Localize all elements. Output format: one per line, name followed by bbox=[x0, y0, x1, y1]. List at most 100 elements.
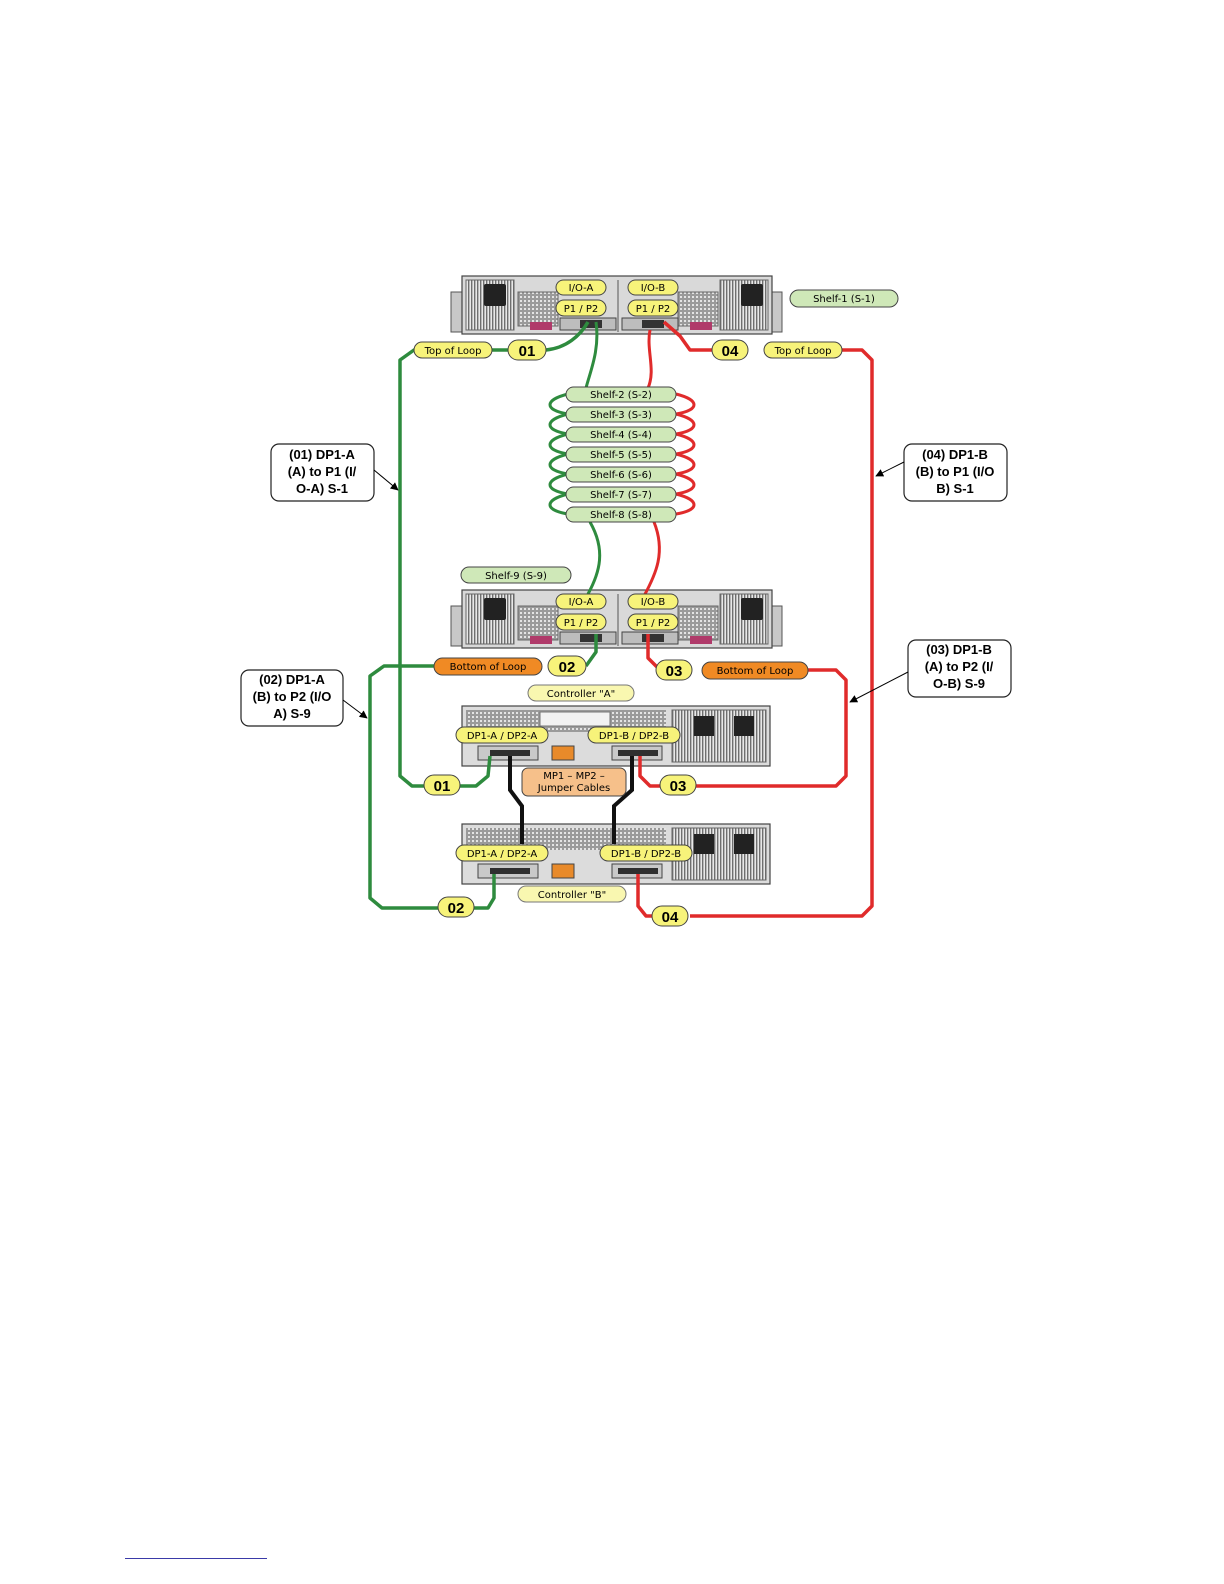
svg-text:P1 / P2: P1 / P2 bbox=[636, 618, 671, 629]
ports-a-label-shelf-9: P1 / P2 bbox=[555, 613, 607, 631]
cable-01-badge-top: 01 bbox=[507, 339, 547, 361]
shelf-6-label: Shelf-6 (S-6) bbox=[565, 466, 677, 483]
daisy-chain-red bbox=[642, 329, 696, 597]
svg-text:Top of Loop: Top of Loop bbox=[424, 346, 482, 357]
svg-text:Shelf-2 (S-2): Shelf-2 (S-2) bbox=[590, 390, 652, 401]
svg-text:DP1-A / DP2-A: DP1-A / DP2-A bbox=[467, 849, 538, 860]
callout-04: (04) DP1-B (B) to P1 (I/O B) S-1 bbox=[875, 443, 1008, 502]
shelf-1-label: Shelf-1 (S-1) bbox=[789, 289, 899, 308]
svg-text:P1 / P2: P1 / P2 bbox=[636, 304, 671, 315]
bottom-of-loop-left-label: Bottom of Loop bbox=[433, 657, 543, 676]
svg-text:01: 01 bbox=[434, 778, 451, 795]
io-b-label-shelf-9: I/O-B bbox=[627, 593, 679, 610]
svg-text:Shelf-4 (S-4): Shelf-4 (S-4) bbox=[590, 430, 652, 441]
svg-text:Shelf-1 (S-1): Shelf-1 (S-1) bbox=[813, 294, 875, 305]
jumper-cables-label: MP1 – MP2 – Jumper Cables bbox=[521, 767, 627, 797]
controller-b-dp-b-label: DP1-B / DP2-B bbox=[599, 844, 693, 862]
io-a-label-shelf-1: I/O-A bbox=[555, 279, 607, 296]
cable-01-badge-controller: 01 bbox=[423, 774, 461, 796]
footnote-separator bbox=[125, 1558, 267, 1559]
cable-04-badge-top: 04 bbox=[711, 339, 749, 361]
cable-04-red bbox=[636, 320, 874, 918]
svg-text:(01) DP1-A: (01) DP1-A bbox=[289, 447, 355, 462]
ports-b-label-shelf-9: P1 / P2 bbox=[627, 613, 679, 631]
svg-text:MP1 – MP2 –: MP1 – MP2 – bbox=[543, 771, 605, 782]
top-of-loop-left-label: Top of Loop bbox=[413, 341, 493, 359]
top-of-loop-right-label: Top of Loop bbox=[763, 341, 843, 359]
svg-text:Shelf-5 (S-5): Shelf-5 (S-5) bbox=[590, 450, 652, 461]
cable-02-badge-shelf9: 02 bbox=[547, 655, 587, 677]
io-b-label-shelf-1: I/O-B bbox=[627, 279, 679, 296]
callout-02: (02) DP1-A (B) to P2 (I/O A) S-9 bbox=[240, 669, 368, 727]
callout-03: (03) DP1-B (A) to P2 (I/ O-B) S-9 bbox=[849, 639, 1012, 703]
shelf-1-chassis bbox=[450, 275, 783, 335]
svg-text:I/O-A: I/O-A bbox=[569, 283, 594, 294]
svg-text:02: 02 bbox=[448, 900, 465, 917]
callout-01: (01) DP1-A (A) to P1 (I/ O-A) S-1 bbox=[270, 443, 399, 502]
cable-03-badge-controller: 03 bbox=[659, 774, 697, 796]
svg-text:(03) DP1-B: (03) DP1-B bbox=[926, 642, 992, 657]
shelf-7-label: Shelf-7 (S-7) bbox=[565, 486, 677, 503]
cable-04-badge-controller: 04 bbox=[651, 905, 689, 927]
cable-02-green bbox=[368, 634, 598, 910]
svg-text:Top of Loop: Top of Loop bbox=[774, 346, 832, 357]
svg-text:O-B) S-9: O-B) S-9 bbox=[933, 676, 985, 691]
controller-a-dp-b-label: DP1-B / DP2-B bbox=[587, 726, 681, 744]
svg-text:DP1-B / DP2-B: DP1-B / DP2-B bbox=[599, 731, 669, 742]
controller-a-label: Controller "A" bbox=[527, 684, 635, 702]
svg-text:(A) to P2 (I/: (A) to P2 (I/ bbox=[925, 659, 994, 674]
svg-text:Shelf-7 (S-7): Shelf-7 (S-7) bbox=[590, 490, 652, 501]
svg-text:Controller "B": Controller "B" bbox=[538, 890, 606, 901]
svg-text:I/O-B: I/O-B bbox=[641, 597, 666, 608]
ports-b-label-shelf-1: P1 / P2 bbox=[627, 299, 679, 317]
shelf-8-label: Shelf-8 (S-8) bbox=[565, 506, 677, 523]
svg-text:Shelf-9 (S-9): Shelf-9 (S-9) bbox=[485, 571, 547, 582]
svg-text:03: 03 bbox=[666, 663, 683, 680]
svg-text:04: 04 bbox=[722, 343, 739, 360]
svg-text:DP1-B / DP2-B: DP1-B / DP2-B bbox=[611, 849, 681, 860]
shelf-5-label: Shelf-5 (S-5) bbox=[565, 446, 677, 463]
cable-03-red bbox=[638, 634, 848, 788]
svg-text:(04) DP1-B: (04) DP1-B bbox=[922, 447, 988, 462]
svg-text:01: 01 bbox=[519, 343, 536, 360]
svg-text:DP1-A / DP2-A: DP1-A / DP2-A bbox=[467, 731, 538, 742]
svg-text:A) S-9: A) S-9 bbox=[273, 706, 311, 721]
bottom-of-loop-right-label: Bottom of Loop bbox=[701, 661, 809, 680]
svg-text:(A) to P1 (I/: (A) to P1 (I/ bbox=[288, 464, 357, 479]
cable-01-green bbox=[398, 321, 590, 788]
shelf-3-label: Shelf-3 (S-3) bbox=[565, 406, 677, 423]
svg-text:Shelf-6 (S-6): Shelf-6 (S-6) bbox=[590, 470, 652, 481]
svg-text:Shelf-3 (S-3): Shelf-3 (S-3) bbox=[590, 410, 652, 421]
svg-text:Bottom of Loop: Bottom of Loop bbox=[450, 662, 527, 673]
cable-02-badge-controller: 02 bbox=[437, 896, 475, 918]
daisy-chain-green bbox=[548, 321, 602, 595]
svg-text:(02) DP1-A: (02) DP1-A bbox=[259, 672, 325, 687]
svg-text:Jumper Cables: Jumper Cables bbox=[537, 783, 610, 794]
svg-text:03: 03 bbox=[670, 778, 687, 795]
shelf-4-label: Shelf-4 (S-4) bbox=[565, 426, 677, 443]
io-a-label-shelf-9: I/O-A bbox=[555, 593, 607, 610]
svg-text:Controller "A": Controller "A" bbox=[547, 689, 615, 700]
ports-a-label-shelf-1: P1 / P2 bbox=[555, 299, 607, 317]
shelf-9-chassis bbox=[450, 589, 783, 649]
controller-b-dp-a-label: DP1-A / DP2-A bbox=[455, 844, 549, 862]
shelf-9-label: Shelf-9 (S-9) bbox=[460, 566, 572, 584]
svg-text:02: 02 bbox=[559, 659, 576, 676]
svg-text:I/O-B: I/O-B bbox=[641, 283, 666, 294]
svg-text:Bottom of Loop: Bottom of Loop bbox=[717, 666, 794, 677]
controller-a-dp-a-label: DP1-A / DP2-A bbox=[455, 726, 549, 744]
jumper-cables-black bbox=[508, 756, 634, 844]
shelf-2-label: Shelf-2 (S-2) bbox=[565, 386, 677, 403]
svg-text:04: 04 bbox=[662, 909, 679, 926]
svg-text:(B) to P2 (I/O: (B) to P2 (I/O bbox=[253, 689, 332, 704]
cable-03-badge-shelf9: 03 bbox=[655, 659, 693, 681]
svg-text:(B) to P1 (I/O: (B) to P1 (I/O bbox=[916, 464, 995, 479]
svg-text:B) S-1: B) S-1 bbox=[936, 481, 974, 496]
svg-text:P1 / P2: P1 / P2 bbox=[564, 304, 599, 315]
svg-text:Shelf-8 (S-8): Shelf-8 (S-8) bbox=[590, 510, 652, 521]
svg-text:P1 / P2: P1 / P2 bbox=[564, 618, 599, 629]
svg-text:O-A) S-1: O-A) S-1 bbox=[296, 481, 348, 496]
controller-b-label: Controller "B" bbox=[517, 885, 627, 903]
svg-text:I/O-A: I/O-A bbox=[569, 597, 594, 608]
